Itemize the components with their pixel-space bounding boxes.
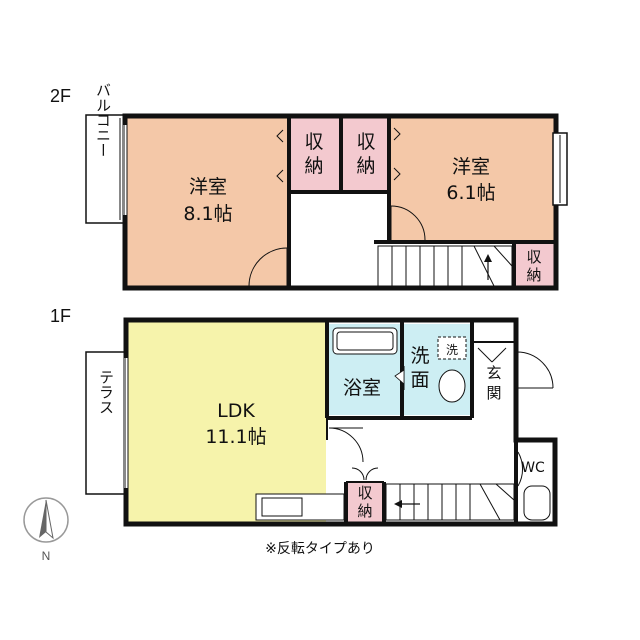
bathroom-label: 浴室 xyxy=(343,377,381,399)
storage-2-char: 収 xyxy=(356,131,375,153)
compass-icon: N xyxy=(23,497,69,563)
bathtub-icon xyxy=(332,327,398,355)
storage-1 xyxy=(287,118,339,190)
ldk-room xyxy=(128,322,326,522)
western-room-large-size: 8.1帖 xyxy=(183,203,232,225)
storage-1-char: 収 xyxy=(304,131,323,153)
washbasin-icon xyxy=(438,369,466,403)
terrace-label: テラス xyxy=(97,370,115,415)
upper-floor: バルコニー xyxy=(85,83,568,291)
storage-2-label: 収納 xyxy=(356,131,375,177)
reverse-type-note: ※反転タイプあり xyxy=(265,541,375,557)
storage-1f-char: 収 xyxy=(357,484,372,502)
washer-space-icon xyxy=(437,336,467,360)
balcony xyxy=(85,114,125,224)
western-room-large xyxy=(127,118,287,286)
toilet-icon xyxy=(523,485,551,521)
washroom-char: 洗 xyxy=(410,345,429,367)
ldk-name: LDK xyxy=(217,400,255,422)
western-room-small-name: 洋室 xyxy=(452,156,490,178)
sink-icon xyxy=(261,497,303,517)
stairs-1f xyxy=(385,483,515,521)
ldk-size: 11.1帖 xyxy=(205,426,266,448)
terrace xyxy=(85,351,127,495)
stairs-up-arrow-icon xyxy=(484,254,492,262)
storage-3 xyxy=(514,244,554,286)
floor-tag-2f: 2F xyxy=(50,86,71,106)
washroom-label: 洗面 xyxy=(410,345,429,391)
washer-label: 洗 xyxy=(446,343,458,357)
western-room-large-name: 洋室 xyxy=(189,176,227,198)
stairs-2f xyxy=(377,245,513,287)
storage-1f-label: 収納 xyxy=(357,484,372,520)
stairs-down-arrow-icon xyxy=(394,500,402,508)
storage-1-label: 収納 xyxy=(304,131,323,177)
storage-3-char: 収 xyxy=(526,248,541,266)
storage-2 xyxy=(343,118,389,190)
western-room-small xyxy=(389,118,554,240)
washroom-char-2: 面 xyxy=(410,369,429,391)
storage-1f xyxy=(348,482,382,522)
balcony-label: バルコニー xyxy=(94,83,112,158)
entrance-char: 玄 xyxy=(486,364,501,382)
entrance-label: 玄関 xyxy=(486,364,501,402)
storage-2-char-2: 納 xyxy=(356,155,375,177)
storage-1f-char-2: 納 xyxy=(357,502,372,520)
western-room-small-size: 6.1帖 xyxy=(446,182,495,204)
compass-north-label: N xyxy=(42,549,51,563)
lower-floor: テラス 洗 xyxy=(85,317,558,527)
storage-3-char-2: 納 xyxy=(526,266,541,284)
storage-1-char-2: 納 xyxy=(304,155,323,177)
storage-3-label: 収納 xyxy=(526,248,541,284)
floor-tag-1f: 1F xyxy=(50,306,71,326)
entrance-char-2: 関 xyxy=(486,384,501,402)
toilet-label: WC xyxy=(521,460,545,476)
